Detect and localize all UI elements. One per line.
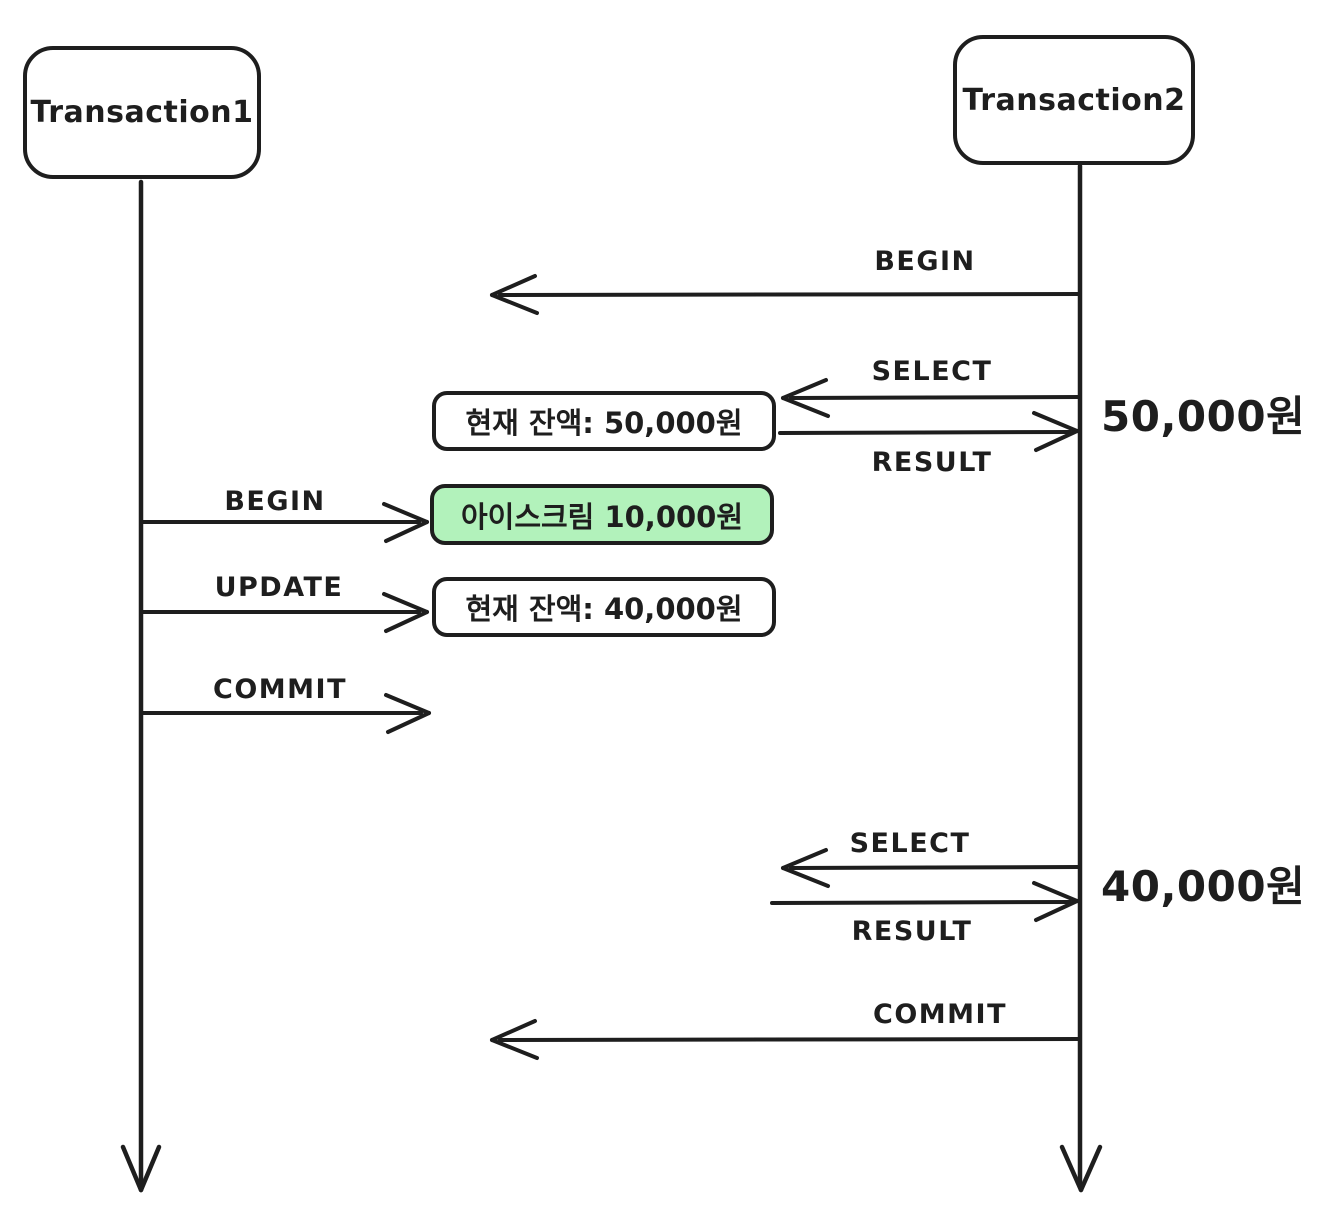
arrow-update-t1 <box>139 592 429 633</box>
actor-transaction1-label: Transaction1 <box>30 95 254 130</box>
label-begin-t2: BEGIN <box>874 246 976 277</box>
note-balance-50000: 현재 잔액: 50,000원 <box>432 391 776 451</box>
note-icecream-10000: 아이스크림 10,000원 <box>430 484 774 545</box>
arrow-begin-t2 <box>490 274 1082 315</box>
lifeline-transaction2 <box>1059 163 1103 1193</box>
label-begin-t1: BEGIN <box>224 486 326 517</box>
actor-transaction1: Transaction1 <box>23 46 261 179</box>
annotation-amount-40000: 40,000원 <box>1101 862 1306 911</box>
label-select-2: SELECT <box>849 828 971 859</box>
lifeline-transaction1 <box>120 179 162 1193</box>
arrow-result-1 <box>778 411 1079 452</box>
arrow-result-2 <box>770 881 1079 922</box>
arrow-select-1 <box>781 378 1082 418</box>
note-balance-40000: 현재 잔액: 40,000원 <box>432 577 776 637</box>
arrow-commit-t1 <box>139 693 431 734</box>
label-commit-t1: COMMIT <box>213 674 347 705</box>
actor-transaction2-label: Transaction2 <box>962 82 1186 118</box>
note-balance-40000-text: 현재 잔액: 40,000원 <box>465 592 743 626</box>
arrow-begin-t1 <box>139 502 429 543</box>
label-commit-t2: COMMIT <box>873 999 1007 1030</box>
annotation-amount-50000: 50,000원 <box>1101 392 1306 441</box>
label-select-1: SELECT <box>871 356 993 387</box>
arrow-select-2 <box>781 848 1082 888</box>
label-result-1: RESULT <box>871 447 993 478</box>
arrow-commit-t2 <box>490 1019 1082 1060</box>
note-balance-50000-text: 현재 잔액: 50,000원 <box>465 406 743 440</box>
label-result-2: RESULT <box>851 916 973 947</box>
label-update-t1: UPDATE <box>214 572 344 603</box>
actor-transaction2: Transaction2 <box>953 35 1195 165</box>
note-icecream-10000-text: 아이스크림 10,000원 <box>460 499 744 534</box>
